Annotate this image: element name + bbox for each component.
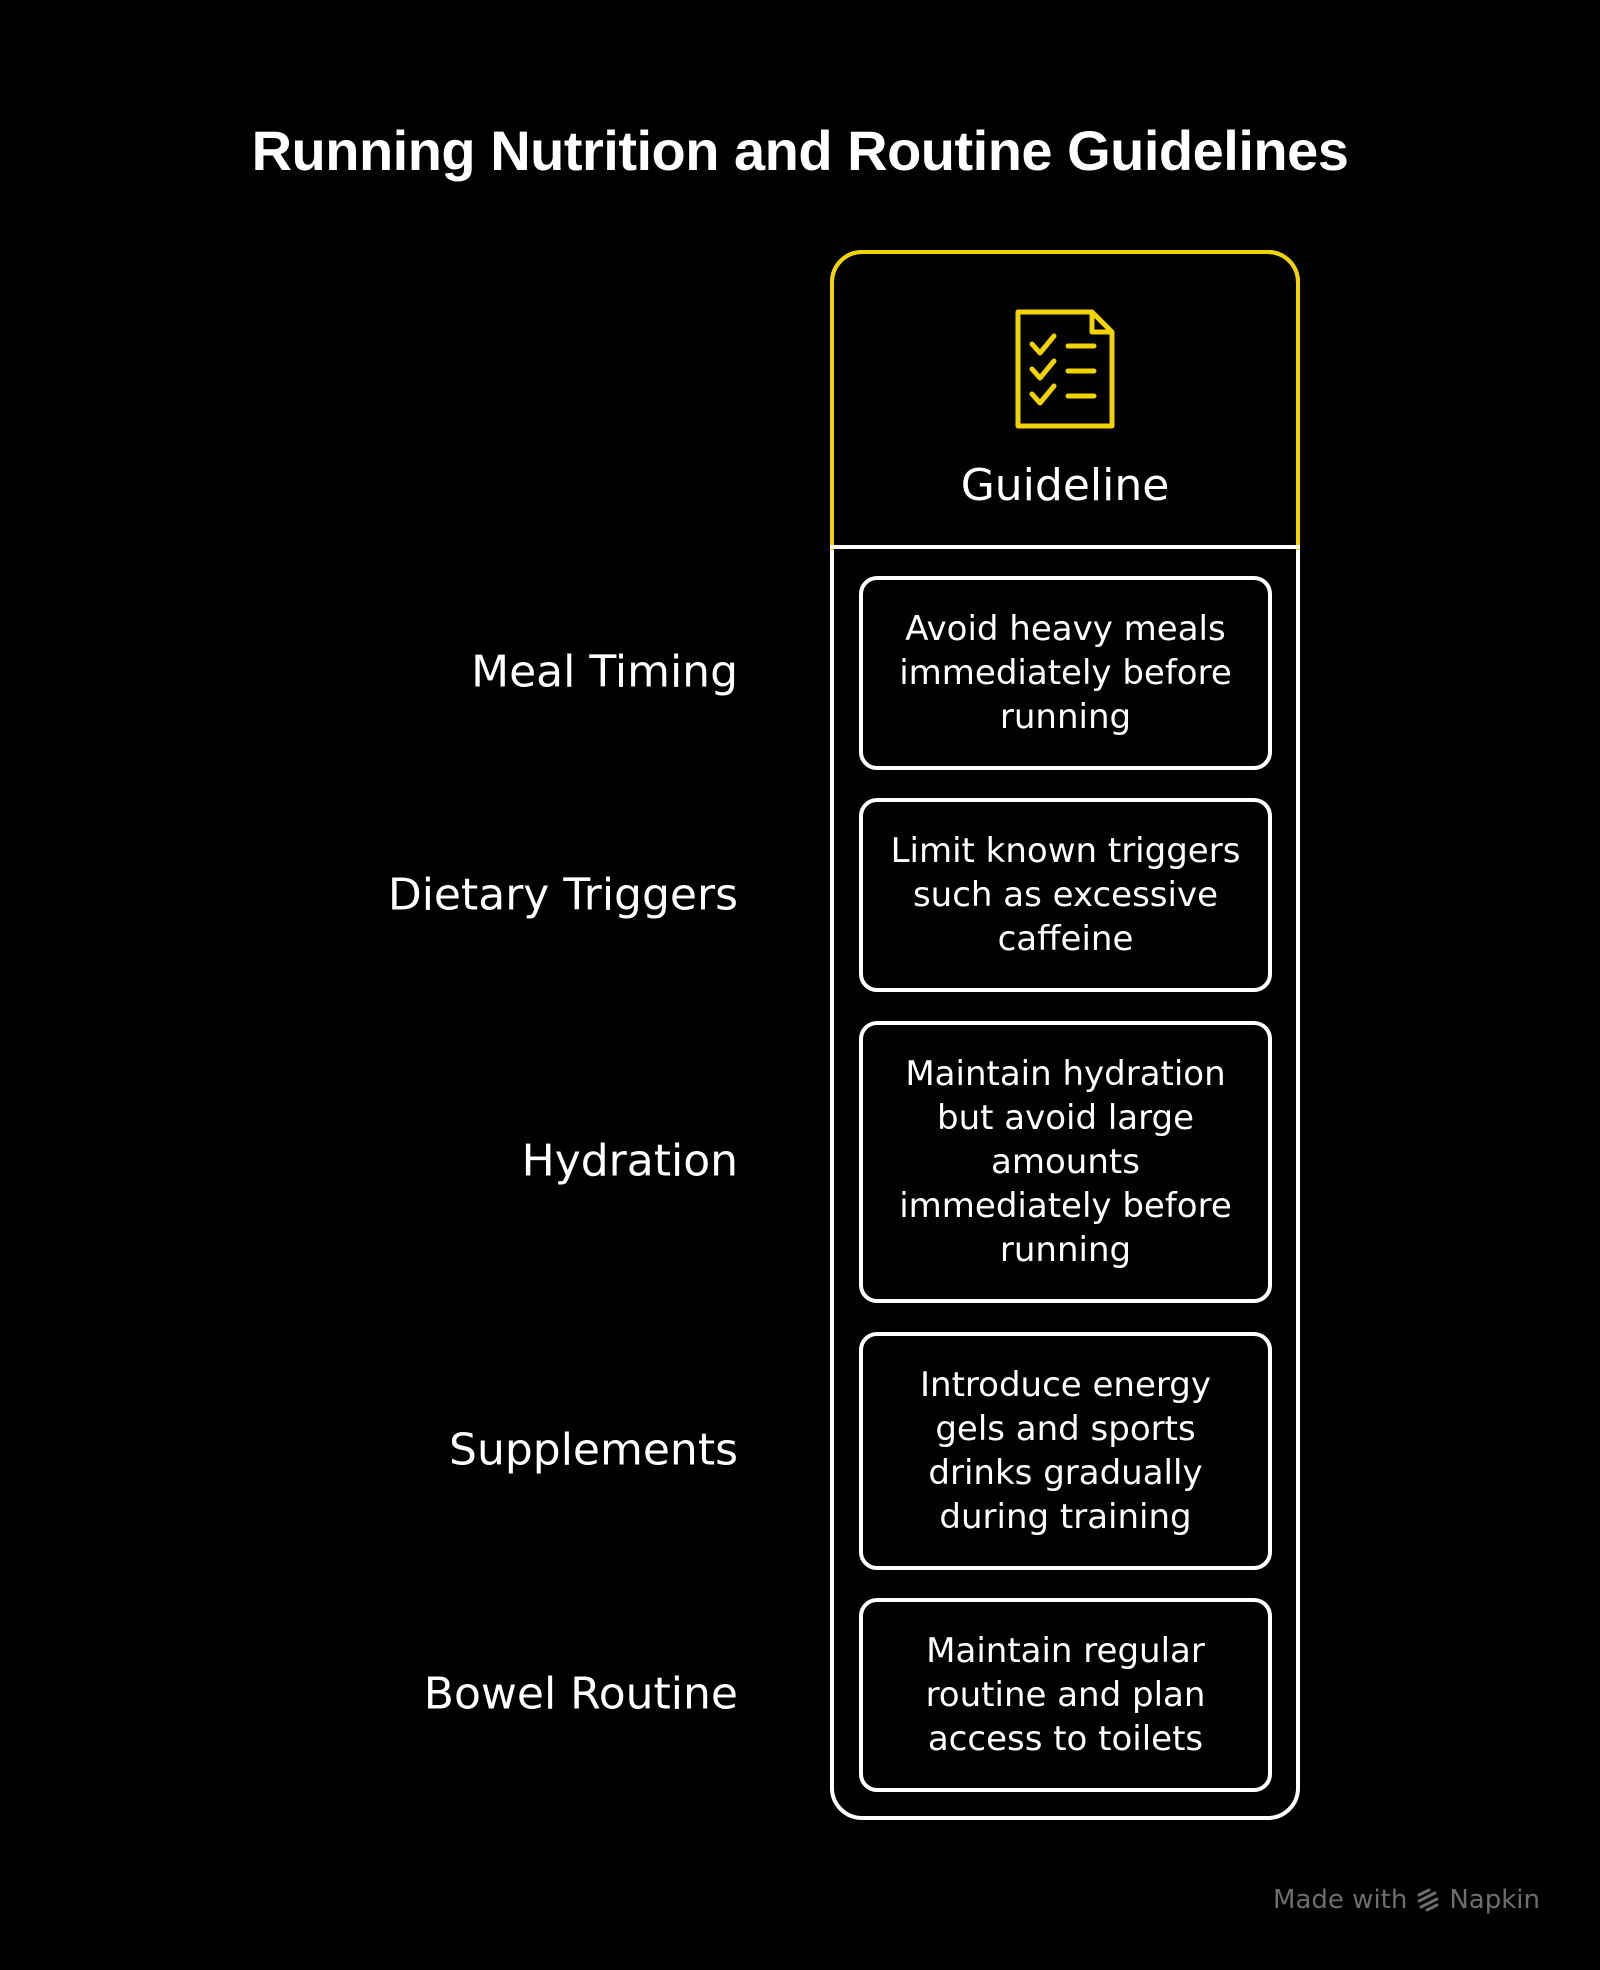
guideline-card-dietary-triggers: Limit known triggers such as excessive c… (859, 798, 1272, 992)
column-header-label: Guideline (960, 460, 1170, 511)
header-divider (830, 545, 1300, 549)
napkin-brand-text: Napkin (1449, 1885, 1540, 1915)
guideline-card-supplements: Introduce energy gels and sports drinks … (859, 1332, 1272, 1570)
guideline-text: Maintain regular routine and plan access… (925, 1631, 1206, 1759)
guideline-text: Limit known triggers such as excessive c… (890, 831, 1241, 959)
made-with-napkin-footer: Made with Napkin (1273, 1885, 1540, 1915)
checklist-icon (1015, 309, 1115, 429)
row-label-hydration: Hydration (521, 1135, 738, 1187)
guideline-column-header (830, 250, 1300, 550)
napkin-logo-icon (1417, 1888, 1439, 1912)
page-title: Running Nutrition and Routine Guidelines (251, 119, 1349, 182)
guideline-text: Avoid heavy meals immediately before run… (899, 609, 1232, 737)
row-label-meal-timing: Meal Timing (471, 646, 738, 698)
guideline-card-hydration: Maintain hydration but avoid large amoun… (859, 1021, 1272, 1303)
row-label-dietary-triggers: Dietary Triggers (387, 869, 738, 921)
made-with-text: Made with (1273, 1885, 1408, 1915)
guideline-card-meal-timing: Avoid heavy meals immediately before run… (859, 576, 1272, 770)
guideline-text: Maintain hydration but avoid large amoun… (899, 1054, 1232, 1270)
guideline-card-bowel-routine: Maintain regular routine and plan access… (859, 1598, 1272, 1792)
guideline-text: Introduce energy gels and sports drinks … (920, 1365, 1211, 1537)
row-label-bowel-routine: Bowel Routine (423, 1668, 738, 1720)
row-label-supplements: Supplements (449, 1424, 738, 1476)
